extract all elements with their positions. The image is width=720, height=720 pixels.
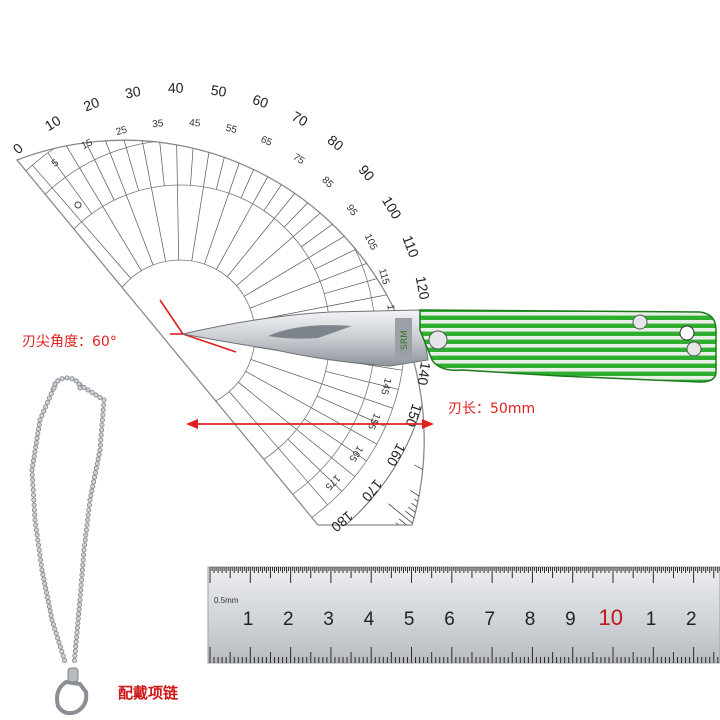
wear-necklace-label: 配戴项链: [118, 684, 179, 702]
blade-length-label: 刃长：50mm: [448, 401, 536, 417]
svg-text:SRM: SRM: [400, 330, 410, 350]
protractor-outer-number: 40: [168, 80, 184, 96]
protractor-inner-number: 85: [319, 175, 335, 191]
protractor-outer-number: 0: [10, 140, 27, 157]
protractor-outer-number: 110: [399, 233, 422, 260]
protractor-inner-number: 65: [259, 134, 274, 149]
handle-screw-rear: [686, 341, 702, 357]
handle-screw: [632, 314, 648, 330]
lanyard-hole: [679, 325, 695, 341]
protractor-outer-number: 120: [413, 275, 433, 301]
protractor-inner-number: 5: [50, 157, 61, 169]
lobster-clasp: [55, 679, 89, 716]
ruler-number: 4: [364, 609, 375, 630]
protractor-inner-number: 95: [344, 203, 360, 219]
ruler-number: 8: [525, 609, 536, 630]
ruler-number: 3: [323, 609, 334, 630]
ruler-number: 2: [686, 609, 697, 630]
angle-guide-lines: [159, 299, 237, 353]
protractor-inner-number: 105: [362, 232, 379, 252]
protractor-outer-number: 70: [289, 108, 311, 130]
ball-chain-image: [29, 375, 107, 716]
protractor-inner-number: 115: [376, 267, 391, 286]
protractor-outer-number: 100: [379, 194, 405, 222]
protractor-outer-number: 90: [355, 162, 377, 184]
protractor-outer-number: 20: [81, 94, 101, 115]
double-arrow-icon: [186, 419, 434, 429]
protractor-outer-number: 80: [325, 132, 347, 154]
protractor-inner-number: 25: [115, 124, 129, 138]
steel-ruler-image: 0.5mm 1 2 3 4 5 6 7 8 9 10 1 2: [207, 566, 720, 664]
ruler-number: 6: [444, 609, 455, 630]
protractor-inner-number: 75: [291, 152, 307, 168]
ruler-number: 1: [646, 609, 657, 630]
blade-angle-label: 刃尖角度：60°: [22, 334, 117, 350]
pivot-screw: [428, 330, 448, 350]
ruler-number: 9: [565, 609, 576, 630]
ruler-number: 7: [485, 609, 496, 630]
protractor-outer-number: 150: [402, 402, 425, 429]
ruler-unit-text: 0.5mm: [214, 596, 239, 605]
protractor-outer-number: 30: [124, 83, 143, 102]
protractor-outer-number: 10: [42, 112, 64, 134]
protractor-pivot-mark: [74, 201, 82, 209]
ruler-number: 2: [283, 609, 294, 630]
protractor-outer-number: 50: [210, 82, 228, 100]
ruler-number: 10: [598, 605, 622, 630]
protractor-inner-number: 55: [225, 123, 239, 136]
protractor-inner-number: 45: [189, 118, 201, 130]
ruler-number: 1: [243, 609, 254, 630]
protractor-inner-number: 145: [378, 377, 393, 396]
protractor-outer-number: 60: [251, 91, 271, 111]
protractor-inner-number: 35: [152, 118, 165, 130]
protractor-outer-number: 140: [414, 361, 433, 387]
folding-knife-image: SRM: [182, 309, 717, 383]
protractor-inner-number: 15: [80, 137, 95, 152]
ruler-number: 5: [404, 609, 415, 630]
